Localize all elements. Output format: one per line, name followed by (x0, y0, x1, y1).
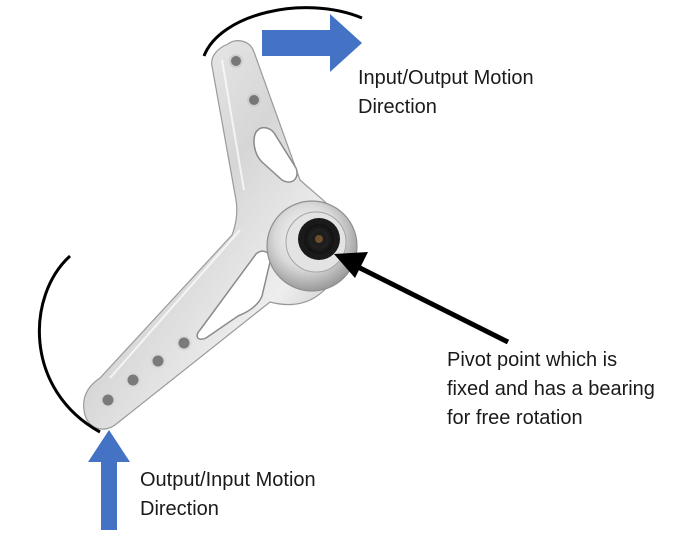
pivot-pointer-head (334, 252, 368, 278)
lower-direction-arrow (88, 430, 130, 530)
upper-slot (253, 126, 298, 183)
bottom-motion-label: Output/Input Motion Direction (140, 466, 316, 524)
lower-slot (196, 250, 271, 341)
upper-direction-arrow (262, 14, 362, 72)
hole (150, 353, 166, 369)
pivot-label-line: fixed and has a bearing (447, 378, 655, 400)
top-motion-label-line: Direction (358, 96, 437, 118)
hole (229, 54, 243, 68)
upper-motion-arc (202, 6, 363, 57)
pivot-label-line: for free rotation (447, 407, 583, 429)
bellcrank-plate (83, 40, 345, 430)
hole (100, 392, 116, 408)
bottom-motion-label-line: Output/Input Motion (140, 469, 316, 491)
pivot-pointer-shaft (354, 263, 510, 345)
pivot-label: Pivot point which is fixed and has a bea… (447, 346, 655, 433)
top-motion-label-line: Input/Output Motion (358, 67, 534, 89)
hole (176, 335, 192, 351)
hole (125, 372, 141, 388)
pivot-label-line: Pivot point which is (447, 349, 618, 371)
lower-motion-arc (37, 254, 101, 434)
bellcrank-part (83, 40, 358, 430)
hole (247, 93, 261, 107)
top-motion-label: Input/Output Motion Direction (358, 64, 534, 122)
bottom-motion-label-line: Direction (140, 498, 219, 520)
